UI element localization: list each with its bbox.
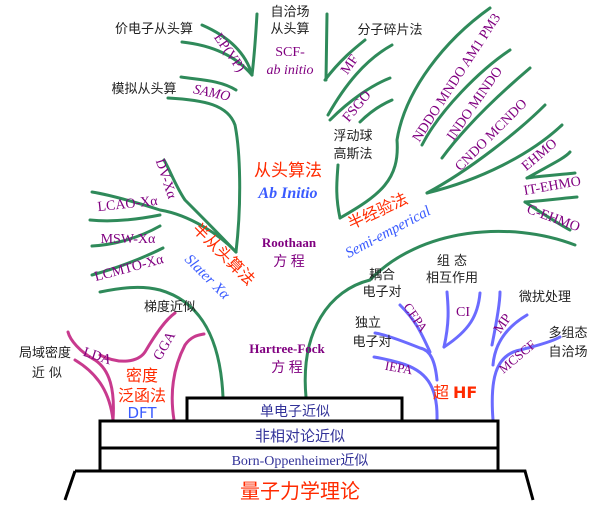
mcscf-en: MCSCF [496, 337, 539, 376]
mcscf-cn-1: 多组态 [548, 325, 587, 341]
ab-initio-title-en: Ab Initio [257, 185, 317, 202]
born-oppenheimer-label: Born-Oppenheimer近似 [232, 453, 369, 469]
msw-branch-2 [90, 224, 162, 248]
fsgo-branch-2 [358, 98, 394, 124]
it-ehmo-branch-2 [525, 171, 577, 180]
it-ehmo-branch [525, 150, 572, 180]
cndo-branch [440, 66, 532, 160]
ep-branch-2 [180, 40, 254, 77]
mcscf-cn-2: 自洽场 [548, 345, 587, 360]
mf-branch [326, 43, 394, 117]
non-relativistic-label: 非相对论近似 [255, 427, 345, 445]
mp-branch [491, 313, 529, 367]
mp-branch-2 [490, 290, 502, 347]
one-electron-box [185, 396, 404, 423]
scf-cn-2: 从头算 [270, 22, 309, 37]
scf-cn-1: 自洽场 [270, 5, 309, 20]
trunk-left-lower [98, 285, 225, 399]
gga-branch-2 [98, 311, 177, 363]
ep-branch [200, 23, 254, 77]
cepa-cn-1: 耦合 [369, 268, 395, 283]
dft-branches [66, 311, 206, 422]
dft-title-cn-2: 泛函法 [118, 386, 166, 405]
post-hf-title-en: HF [453, 383, 477, 402]
dft-title-en: DFT [127, 404, 157, 422]
scf-en-2: ab initio [266, 63, 313, 78]
lda-branch [66, 330, 115, 422]
mp-cn: 微扰处理 [519, 290, 571, 305]
lcmto-xa-label: LCMTO-Xα [93, 252, 166, 285]
indo-branch [420, 48, 512, 147]
fsgo-cn-1: 浮动球 [333, 129, 372, 144]
ehmo-branch [425, 103, 547, 195]
fsgo-cn-2: 高斯法 [333, 146, 372, 162]
lcao-branch [90, 190, 238, 254]
post-hf-branches [372, 290, 562, 422]
msw-xa-label: MSW-Xα [101, 232, 156, 247]
scf-en-1: SCF- [275, 45, 305, 60]
gga-branch [170, 332, 206, 422]
lcmto-branch [90, 246, 165, 277]
gga-cn: 梯度近似 [144, 299, 196, 315]
ci-cn-1: 组 态 [437, 254, 467, 269]
c-ehmo-branch [523, 195, 579, 204]
lda-cn-1: 局域密度 [19, 345, 71, 361]
semi-empirical-branches [303, 6, 579, 399]
c-ehmo-label: C-EHMO [525, 202, 582, 235]
ci-branch-2 [442, 291, 482, 349]
roothaan-equation-label: 方 程 [273, 254, 305, 270]
lcao-xa-label: LCAO-Xα [97, 194, 159, 215]
mcscf-branch [490, 335, 562, 422]
iepa-branch-2 [373, 331, 439, 382]
scf-branch-right [324, 12, 329, 82]
ci-branch [442, 290, 450, 349]
fsgo-branch [328, 76, 392, 122]
iepa-cn-1: 独立 [355, 316, 381, 331]
iepa-branch [372, 355, 439, 422]
non-relativistic-box [98, 419, 500, 450]
ehmo-branch-2 [425, 123, 564, 195]
valence-cn: 价电子从头算 [115, 22, 193, 37]
cepa-branch [398, 303, 432, 354]
lda-cn-2: 近 似 [32, 366, 62, 381]
dv-xa-branch [162, 158, 238, 254]
lda-en: LDA [81, 345, 114, 368]
dft-title-cn-1: 密度 [126, 366, 158, 385]
mf-branch-2 [323, 38, 367, 82]
ab-initio-branches [88, 12, 329, 399]
fragment-cn: 分子碎片法 [357, 23, 422, 38]
nddo-branch [338, 6, 492, 220]
ab-initio-title-cn: 从头算法 [254, 161, 322, 181]
one-electron-label: 单电子近似 [260, 404, 330, 420]
hf-equation-label: 方 程 [271, 360, 303, 376]
post-hf-title-cn: 超 [433, 383, 449, 402]
trunk-right [303, 229, 577, 399]
roothaan-label: Roothaan [262, 235, 317, 250]
c-ehmo-branch-2 [523, 200, 572, 232]
ci-en: CI [456, 305, 470, 320]
cepa-cn-2: 电子对 [362, 285, 401, 300]
semi-trunk [335, 163, 342, 220]
iepa-cn-2: 电子对 [352, 335, 391, 350]
ab-initio-trunk [166, 96, 242, 254]
cepa-en: CEPA [400, 300, 431, 335]
ci-cn-2: 相互作用 [426, 271, 478, 286]
iepa-en: IEPA [384, 358, 414, 378]
lda-branch-2 [73, 358, 115, 422]
foundation: 量子力学理论 Born-Oppenheimer近似 非相对论近似 单电子近似 [63, 396, 535, 503]
base-label: 量子力学理论 [240, 479, 360, 503]
samo-branch [179, 75, 238, 92]
scf-branch [250, 12, 259, 77]
hartree-fock-label: Hartree-Fock [249, 341, 325, 356]
model-cn: 模拟从头算 [111, 82, 176, 97]
msw-branch [88, 213, 162, 223]
